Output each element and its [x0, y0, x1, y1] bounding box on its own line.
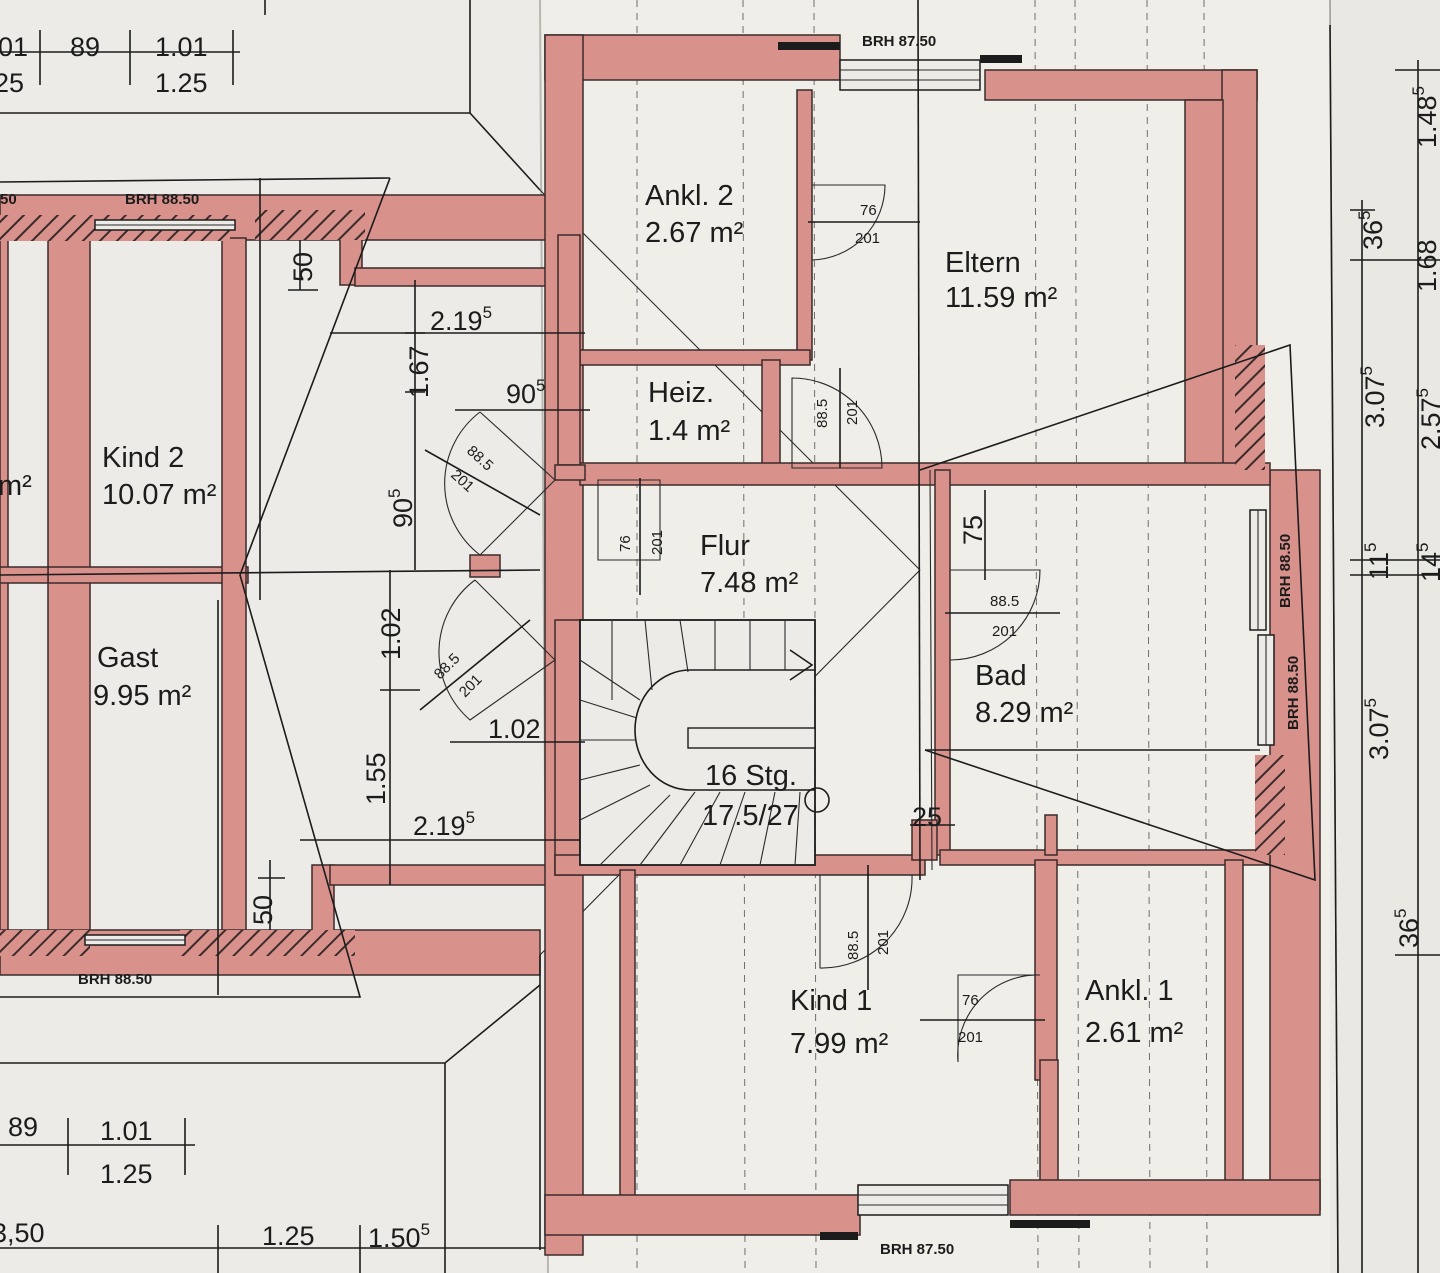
- room-area-gast: 9.95 m²: [93, 680, 192, 712]
- dim-bottom-left-3: 1.25: [100, 1159, 153, 1189]
- room-name-kind1: Kind 1: [790, 985, 872, 1017]
- stair-steps-label: 16 Stg.: [705, 760, 797, 792]
- dim-right-36b: 365: [1391, 908, 1424, 948]
- dim-155: 1.55: [361, 752, 391, 805]
- door-bad-width: 88.5: [990, 593, 1019, 610]
- window-label-right-upper: BRH 88.50: [1277, 534, 1294, 608]
- stair-ratio-label: 17.5/27: [702, 800, 799, 832]
- dim-25: 25: [912, 802, 942, 832]
- door-bad-height: 201: [992, 623, 1017, 640]
- left-roof-lines: [0, 0, 921, 1273]
- window-label-left-edge: 50: [0, 191, 17, 208]
- room-name-ankl2: Ankl. 2: [645, 180, 734, 212]
- right-walls: [544, 34, 1321, 1256]
- dim-bottom-left-2: 1.01: [100, 1116, 153, 1146]
- dim-right-36a: 365: [1355, 210, 1388, 250]
- dim-right-148: 1.485: [1409, 86, 1440, 148]
- dim-219-bottom: 2.195: [413, 808, 475, 841]
- room-area-ankl2: 2.67 m²: [645, 217, 744, 249]
- staircase: [579, 619, 830, 866]
- room-area-bad: 8.29 m²: [975, 697, 1074, 729]
- dim-left-upper-50: 50: [288, 252, 318, 282]
- room-name-flur: Flur: [700, 530, 750, 562]
- dim-bottom-2: 1.25: [262, 1221, 315, 1251]
- window-labels: BRH 87.50 BRH 87.50 BRH 88.50 BRH 88.50 …: [0, 33, 1302, 1258]
- door-heiz-height: 201: [844, 400, 861, 425]
- door-heiz-width: 88.5: [814, 399, 831, 428]
- stair-labels: 16 Stg. 17.5/27: [702, 760, 799, 832]
- dim-90-v: 905: [385, 488, 418, 528]
- room-name-gast: Gast: [97, 642, 158, 674]
- dim-left-lower-50: 50: [248, 895, 278, 925]
- dim-top-left-4: 25: [0, 68, 24, 98]
- door-ankl2-height: 201: [855, 230, 880, 247]
- dim-top-left-1: 01: [0, 32, 28, 62]
- dim-bottom-3: 1.505: [368, 1220, 430, 1253]
- window-label-top: BRH 87.50: [862, 33, 936, 50]
- window-label-right-lower: BRH 88.50: [1285, 656, 1302, 730]
- dim-top-left-3: 1.01: [155, 32, 208, 62]
- door-kind1-height: 201: [875, 930, 892, 955]
- dim-102-v: 1.02: [376, 607, 406, 660]
- room-area-kind2: 10.07 m²: [102, 479, 217, 511]
- dim-90-h: 905: [506, 376, 546, 409]
- room-name-bad: Bad: [975, 660, 1027, 692]
- right-windows: [778, 42, 1275, 1240]
- dim-167: 1.67: [404, 345, 434, 398]
- room-name-kind2: Kind 2: [102, 442, 184, 474]
- dim-top-left-5: 1.25: [155, 68, 208, 98]
- dim-right-3075a: 3.075: [1357, 366, 1390, 428]
- window-label-left-bottom: BRH 88.50: [78, 971, 152, 988]
- room-name-eltern: Eltern: [945, 247, 1021, 279]
- dim-bad-75: 75: [958, 515, 988, 545]
- dim-102-h: 1.02: [488, 714, 541, 744]
- doors: [419, 184, 1060, 1063]
- door-ankl1-height: 201: [958, 1029, 983, 1046]
- dim-right-14: 145: [1413, 542, 1440, 582]
- room-area-ankl1: 2.61 m²: [1085, 1017, 1184, 1049]
- room-labels: Ankl. 2 2.67 m² Eltern 11.59 m² Heiz. 1.…: [0, 180, 1184, 1060]
- room-area-eltern: 11.59 m²: [945, 282, 1058, 314]
- door-ankl2-width: 76: [860, 202, 877, 219]
- door-flur-left-height: 201: [649, 530, 666, 555]
- door-kind1-width: 88.5: [845, 931, 862, 960]
- room-area-kind1: 7.99 m²: [790, 1028, 889, 1060]
- room-area-heiz: 1.4 m²: [648, 415, 731, 447]
- dim-right-11: 115: [1361, 543, 1394, 581]
- window-label-left-top: BRH 88.50: [125, 191, 199, 208]
- dim-219-top: 2.195: [430, 303, 492, 336]
- left-walls: [0, 194, 576, 976]
- left-windows: [84, 219, 236, 946]
- dim-right-3075b: 3.075: [1361, 698, 1394, 760]
- dim-bottom-left-1: 89: [8, 1112, 38, 1142]
- room-name-ankl1: Ankl. 1: [1085, 975, 1174, 1007]
- dimension-labels: 01 89 1.01 25 1.25 50 50 2.195 1.67 905 …: [0, 32, 1440, 1253]
- door-ankl1-width: 76: [962, 992, 979, 1009]
- room-area-partial-left: m²: [0, 470, 32, 502]
- dim-bottom-1: 3,50: [0, 1218, 45, 1248]
- room-name-heiz: Heiz.: [648, 377, 714, 409]
- dim-right-2575: 2.575: [1413, 388, 1440, 450]
- dimension-lines: [0, 30, 1440, 1273]
- room-area-flur: 7.48 m²: [700, 567, 799, 599]
- window-label-bottom: BRH 87.50: [880, 1241, 954, 1258]
- door-flur-left-width: 76: [617, 535, 634, 552]
- right-roof-lines: [539, 0, 1339, 1273]
- dim-top-left-2: 89: [70, 32, 100, 62]
- dim-right-stack: 1.68: [1412, 239, 1440, 292]
